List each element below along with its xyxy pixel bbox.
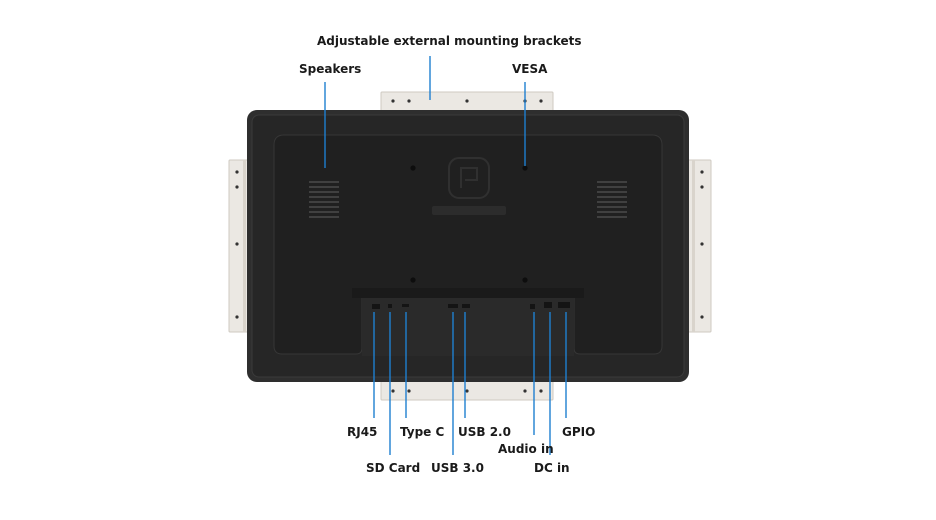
label-type-c: Type C — [400, 425, 445, 439]
label-usb20: USB 2.0 — [458, 425, 511, 439]
label-dc-in: DC in — [534, 461, 570, 475]
label-rj45: RJ45 — [347, 425, 378, 439]
label-mounting-brackets: Adjustable external mounting brackets — [317, 34, 582, 48]
label-vesa: VESA — [512, 62, 548, 76]
brand-logo-emboss — [432, 157, 506, 215]
label-usb30: USB 3.0 — [431, 461, 484, 475]
label-audio-in: Audio in — [498, 442, 554, 456]
speaker-grille-right — [597, 181, 627, 218]
label-sd-card: SD Card — [366, 461, 421, 475]
label-speakers: Speakers — [299, 62, 362, 76]
speaker-grille-left — [309, 181, 339, 218]
leader-lines — [324, 56, 567, 455]
label-gpio: GPIO — [562, 425, 596, 439]
vesa-holes — [410, 165, 528, 283]
monitor-panel — [247, 110, 689, 382]
